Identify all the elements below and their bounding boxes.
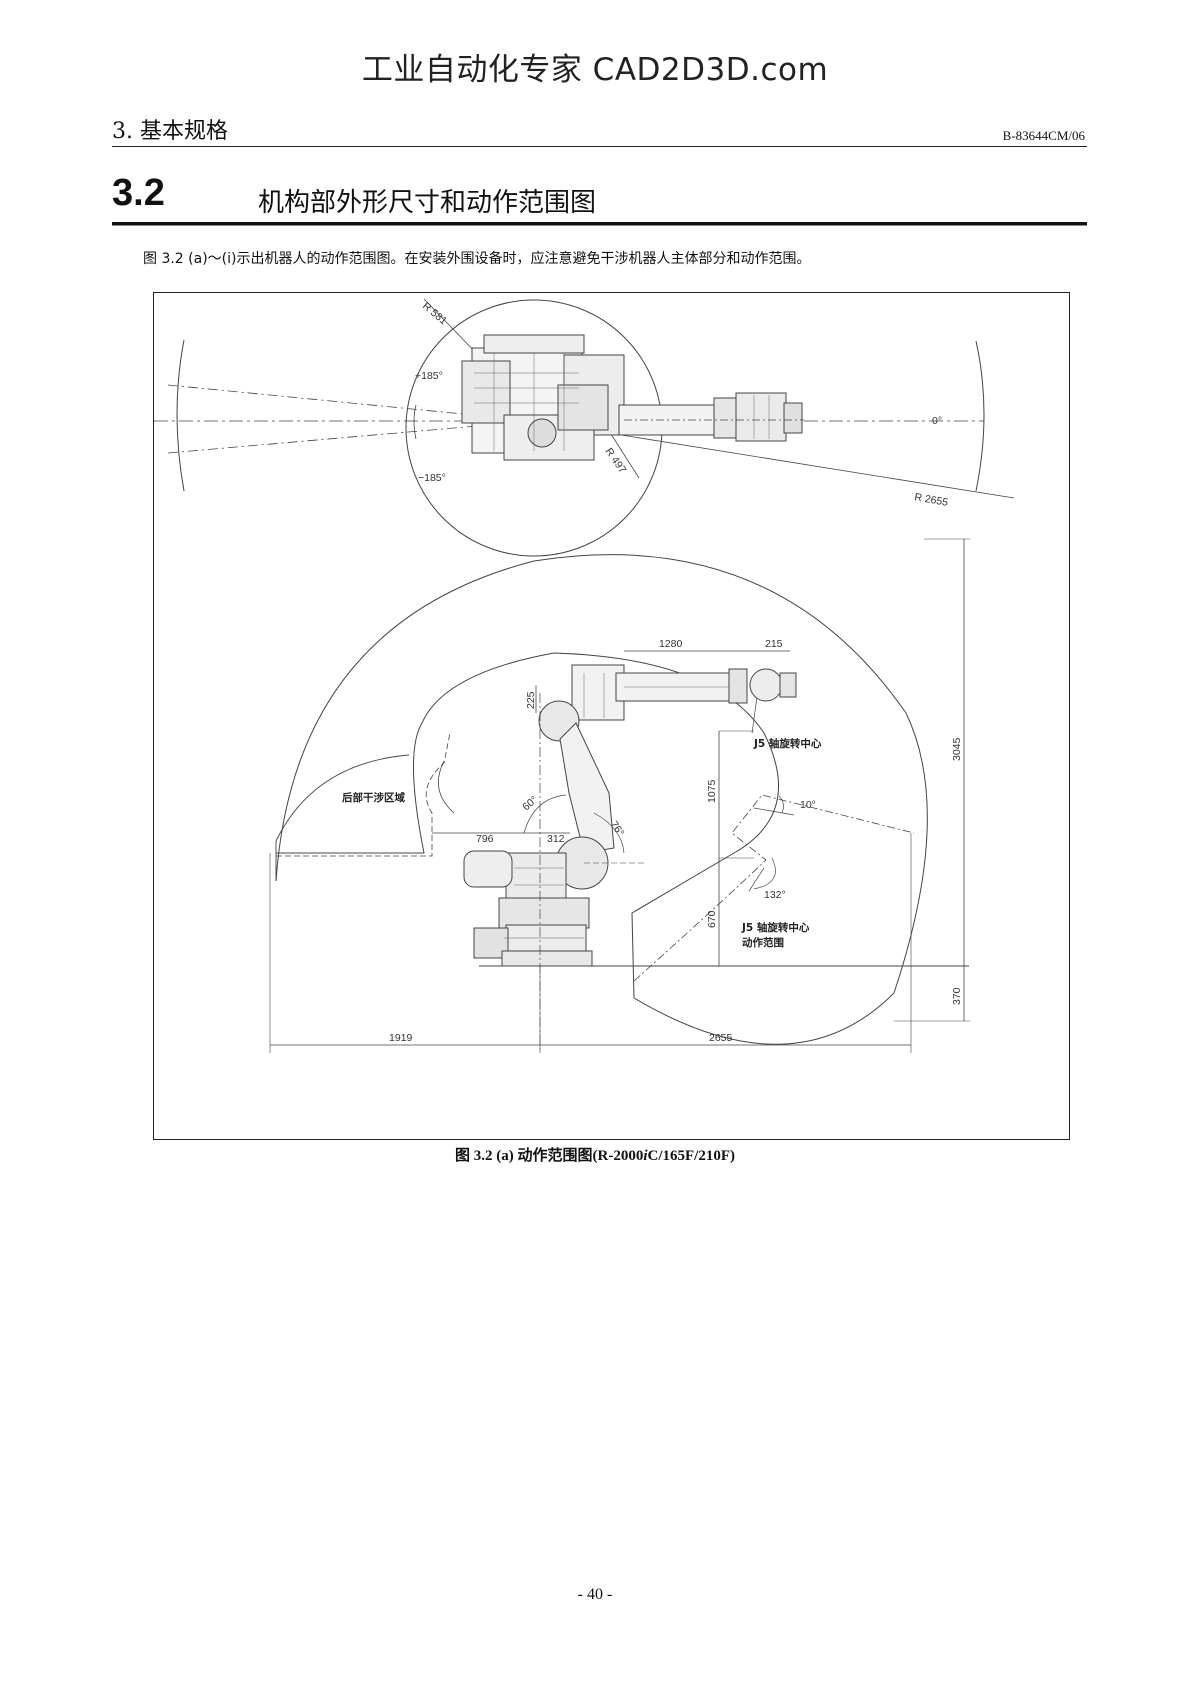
section-title: 机构部外形尺寸和动作范围图 [258,188,597,218]
angle-60-label: 60° [520,794,540,813]
running-header: 3. 基本规格 B-83644CM/06 [112,119,1087,147]
figure-frame: R 581 +185° −185° 0° R 497 R 2655 [153,292,1070,1140]
operating-envelope [275,554,928,1045]
radius-581-label: R 581 [420,300,449,327]
dim-3045-label: 3045 [951,737,963,761]
top-view [154,298,1015,557]
dim-312-label: 312 [547,833,565,845]
section-rule [112,222,1087,226]
radius-497-leader [608,430,640,479]
caption-suffix: C/165F/210F) [647,1148,736,1164]
chapter-label: 3. 基本规格 [112,119,228,144]
dim-670-label: 670 [706,910,718,928]
dim-1075-label: 1075 [706,779,718,803]
j5-range-label-line2: 动作范围 [742,936,784,949]
angle-zero-label: 0° [932,415,942,427]
intro-paragraph: 图 3.2 (a)～(i)示出机器人的动作范围图。在安装外围设备时，应注意避免干… [143,251,811,267]
dim-2655-label: 2655 [709,1032,733,1044]
dim-215-label: 215 [765,638,783,650]
watermark: 工业自动化专家 CAD2D3D.com [361,52,829,88]
angle-pos-185-label: +185° [415,370,443,382]
j5-center-label: J5 轴旋转中心 [753,737,822,750]
radius-2655-label: R 2655 [913,491,949,509]
outer-reach-arc-left [176,339,185,492]
angle-10-label: 10° [800,799,816,811]
outer-reach-arc-right [975,340,985,492]
caption-prefix: 图 3.2 (a) 动作范围图(R-2000 [455,1148,644,1164]
dim-370-label: 370 [951,987,963,1005]
dim-1919-label: 1919 [389,1032,413,1044]
document-code: B-83644CM/06 [1002,128,1085,143]
dim-1280-label: 1280 [659,638,683,650]
section-heading: 3.2 机构部外形尺寸和动作范围图 [112,172,1087,224]
side-view [269,538,970,1053]
figure-caption: 图 3.2 (a) 动作范围图(R-2000iC/165F/210F) [0,1144,1190,1165]
angle-neg-185-label: −185° [418,472,446,484]
j5-range-boundary [633,794,915,982]
side-view-labels: 1280 215 225 3045 1075 670 370 796 312 1… [342,638,963,1044]
caption-italic: i [643,1148,648,1164]
j5-range-label-line1: J5 轴旋转中心 [741,921,810,934]
rear-zone-label: 后部干涉区域 [342,791,405,804]
section-number: 3.2 [112,172,165,214]
dim-225-label: 225 [525,691,537,709]
dim-796-label: 796 [476,833,494,845]
page-number: - 40 - [577,1586,613,1603]
operating-space-drawing: R 581 +185° −185° 0° R 497 R 2655 [154,298,1015,1053]
angle-132-label: 132° [764,889,786,901]
radius-497-label: R 497 [603,446,629,476]
